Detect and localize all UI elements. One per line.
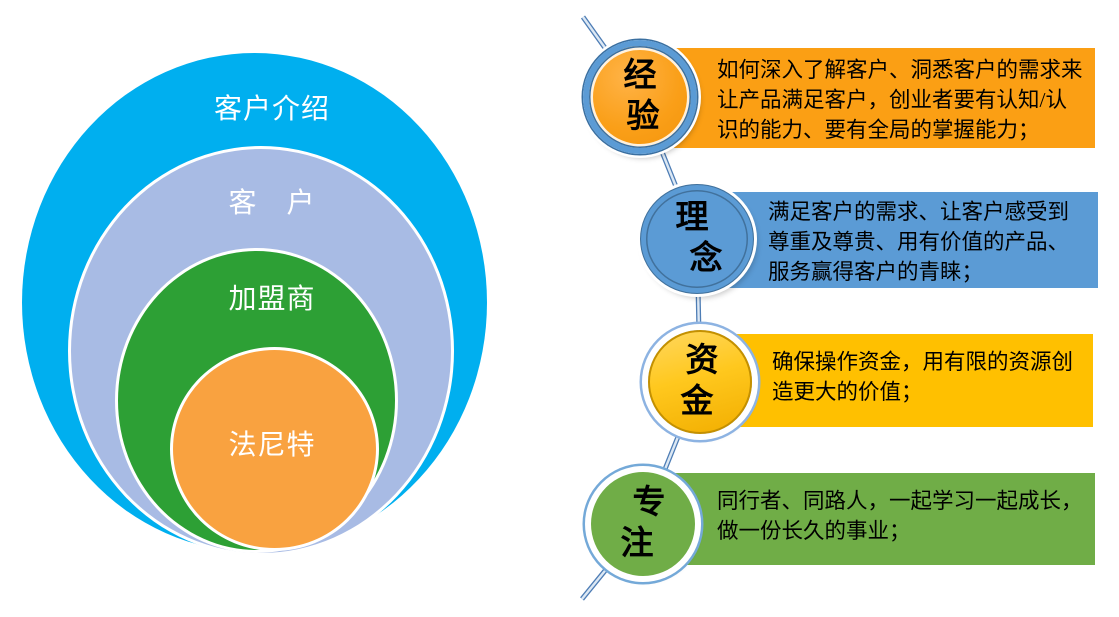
step-label-char: 理 xyxy=(675,200,709,236)
step-label-char: 金 xyxy=(680,384,714,420)
step-desc-text: 满足客户的需求、让客户感受到尊重及尊贵、用有价值的产品、服务赢得客户的青睐； xyxy=(768,200,1070,284)
step-label-char: 资 xyxy=(685,343,719,379)
step-desc-text: 确保操作资金，用有限的资源创造更大的价值； xyxy=(772,350,1074,404)
step-label-char: 专 xyxy=(632,485,666,521)
step-label-char: 注 xyxy=(620,526,654,562)
step-circle-label: 经 验 xyxy=(623,56,660,138)
step-circle-label: 专 注 xyxy=(621,483,666,565)
step-desc-text: 同行者、同路人，一起学习一起成长，做一份长久的事业； xyxy=(717,489,1083,543)
step-desc-text: 如何深入了解客户、洞悉客户的需求来让产品满足客户，创业者要有认知/认识的能力、要… xyxy=(717,58,1083,142)
step-desc-box-focus: 同行者、同路人，一起学习一起成长，做一份长久的事业； xyxy=(655,473,1095,565)
venn-label-outer: 客户介绍 xyxy=(213,94,330,125)
step-circle-focus: 专 注 xyxy=(591,472,695,576)
venn-ring-inner xyxy=(170,347,379,551)
step-circle-experience: 经 验 xyxy=(583,40,697,154)
step-label-char: 验 xyxy=(626,99,660,135)
step-label-char: 念 xyxy=(689,241,723,277)
step-circle-label: 资 金 xyxy=(680,341,719,423)
step-label-char: 经 xyxy=(623,58,657,94)
venn-label-third: 加盟商 xyxy=(228,284,316,315)
step-circle-capital: 资 金 xyxy=(648,330,752,434)
step-desc-box-experience: 如何深入了解客户、洞悉客户的需求来让产品满足客户，创业者要有认知/认识的能力、要… xyxy=(655,48,1095,148)
venn-label-second: 客 户 xyxy=(228,188,316,219)
venn-label-inner: 法尼特 xyxy=(228,430,316,461)
step-circle-label: 理 念 xyxy=(676,198,723,280)
step-circle-philosophy: 理 念 xyxy=(640,184,754,294)
